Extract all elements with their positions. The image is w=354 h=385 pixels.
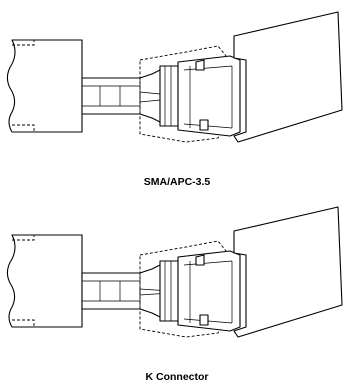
k-connector-diagram bbox=[0, 195, 354, 385]
caption-k-connector: K Connector bbox=[145, 371, 209, 383]
left-body bbox=[6, 39, 83, 133]
female-body bbox=[177, 250, 241, 332]
right-panel bbox=[233, 206, 343, 338]
sma-apc-connector-diagram bbox=[6, 11, 343, 143]
coupling-nut bbox=[159, 260, 179, 322]
right-panel bbox=[233, 11, 343, 143]
left-body bbox=[6, 234, 83, 328]
female-body bbox=[177, 55, 241, 137]
coupling-nut bbox=[159, 65, 179, 127]
caption-sma-apc: SMA/APC-3.5 bbox=[143, 176, 211, 188]
male-shaft bbox=[81, 264, 169, 318]
male-shaft bbox=[81, 69, 169, 123]
